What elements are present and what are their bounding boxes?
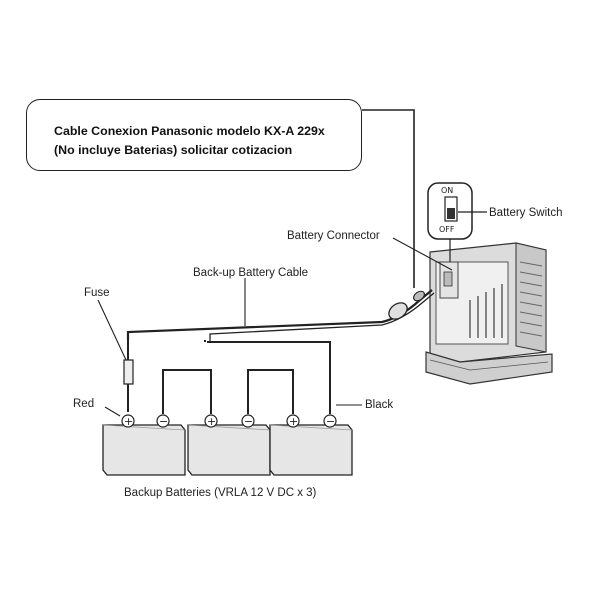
callout-leader-line [362, 109, 415, 288]
battery-switch-label: Battery Switch [489, 207, 563, 219]
callout-line-1: Cable Conexion Panasonic modelo KX-A 229… [54, 124, 325, 138]
battery-1-plus-sign: + [124, 415, 133, 428]
pbx-cabinet [425, 242, 553, 385]
battery-1-minus-sign: − [159, 415, 168, 428]
switch-toggle [447, 208, 455, 219]
black-label: Black [365, 399, 394, 411]
battery-3-positive-terminal [286, 414, 300, 428]
battery-connector-leader [392, 237, 453, 271]
switch-off-label: OFF [439, 225, 455, 234]
battery-1-positive-terminal [121, 414, 135, 428]
battery-2-positive-terminal [204, 414, 218, 428]
red-lead [97, 299, 129, 417]
battery-2: + − [187, 414, 271, 476]
battery-1: + − [102, 414, 186, 476]
backup-battery-cable [126, 278, 435, 380]
battery-3-negative-terminal [323, 414, 337, 428]
switch-on-label: ON [441, 186, 453, 195]
batteries-caption: Backup Batteries (VRLA 12 V DC x 3) [124, 487, 317, 499]
callout-box: Cable Conexion Panasonic modelo KX-A 229… [26, 99, 362, 171]
battery-2-plus-sign: + [207, 415, 216, 428]
series-jumpers [162, 369, 294, 414]
battery-3-minus-sign: − [326, 415, 335, 428]
battery-2-minus-sign: − [244, 415, 253, 428]
battery-connector-label: Battery Connector [287, 230, 380, 242]
fuse-body [123, 359, 134, 385]
cable-ferrite [388, 290, 425, 320]
callout-line-2: (No incluye Baterias) solicitar cotizaci… [54, 143, 293, 157]
fuse-label: Fuse [84, 287, 110, 299]
battery-2-negative-terminal [241, 414, 255, 428]
backup-cable-label: Back-up Battery Cable [193, 267, 309, 279]
battery-switch-inset: ON OFF [427, 182, 487, 262]
red-label: Red [73, 398, 95, 410]
battery-3: + − [269, 414, 353, 476]
battery-1-negative-terminal [156, 414, 170, 428]
battery-3-plus-sign: + [289, 415, 298, 428]
